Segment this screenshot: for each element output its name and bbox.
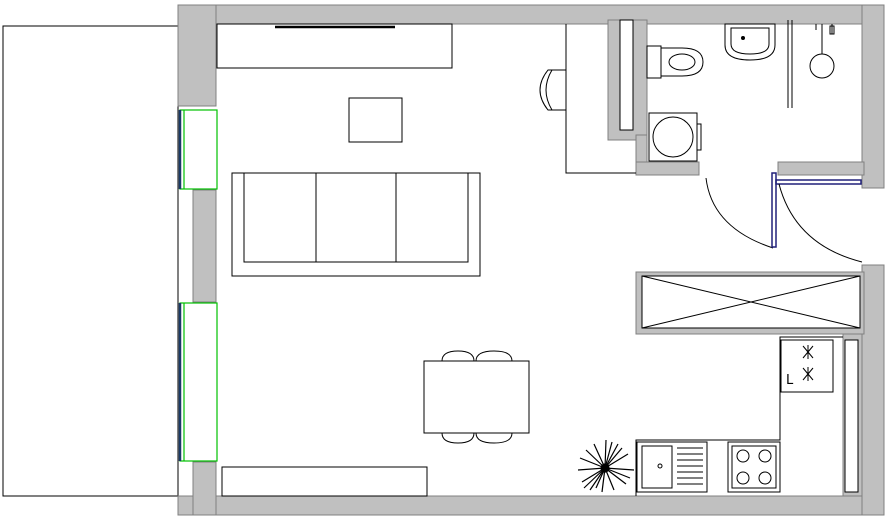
wall-left-mid — [192, 189, 217, 303]
wall-left-top — [177, 4, 217, 107]
wardrobe-top — [216, 23, 453, 69]
kitchen-counter — [635, 336, 843, 496]
asterisk-icon — [802, 367, 814, 381]
bathroom-door — [705, 172, 863, 263]
kitchen-sink — [636, 441, 708, 493]
coffee-table — [348, 97, 403, 143]
wall-bottom — [177, 495, 865, 516]
window-upper — [178, 109, 218, 190]
walls — [177, 4, 885, 516]
toilet — [646, 45, 704, 79]
bath-niche — [619, 19, 634, 131]
drain-board — [677, 447, 703, 485]
hob-label: L — [786, 373, 794, 388]
kitchen-hob — [727, 441, 781, 493]
shower — [787, 20, 835, 108]
wall-bath-bottom-right — [777, 161, 865, 176]
fridge-unit: L — [780, 339, 834, 393]
window-lower — [178, 302, 218, 462]
kitchen-tall-cupboard — [641, 275, 861, 329]
wall-bath-bottom-left — [635, 161, 700, 176]
sofa — [231, 172, 481, 277]
plant-icon — [577, 439, 635, 493]
sideboard-bottom — [221, 466, 428, 497]
asterisk-icon — [802, 345, 814, 359]
wall-right-lower — [861, 264, 885, 516]
wall-right-upper — [861, 4, 885, 189]
wall-left-bottom — [192, 461, 217, 516]
entrance-storage — [539, 24, 636, 174]
washbasin — [724, 23, 776, 61]
washing-machine — [648, 112, 702, 162]
kitchen-niche — [844, 339, 859, 493]
dining-table — [423, 350, 530, 444]
wall-top — [177, 4, 865, 25]
balcony — [2, 25, 179, 497]
